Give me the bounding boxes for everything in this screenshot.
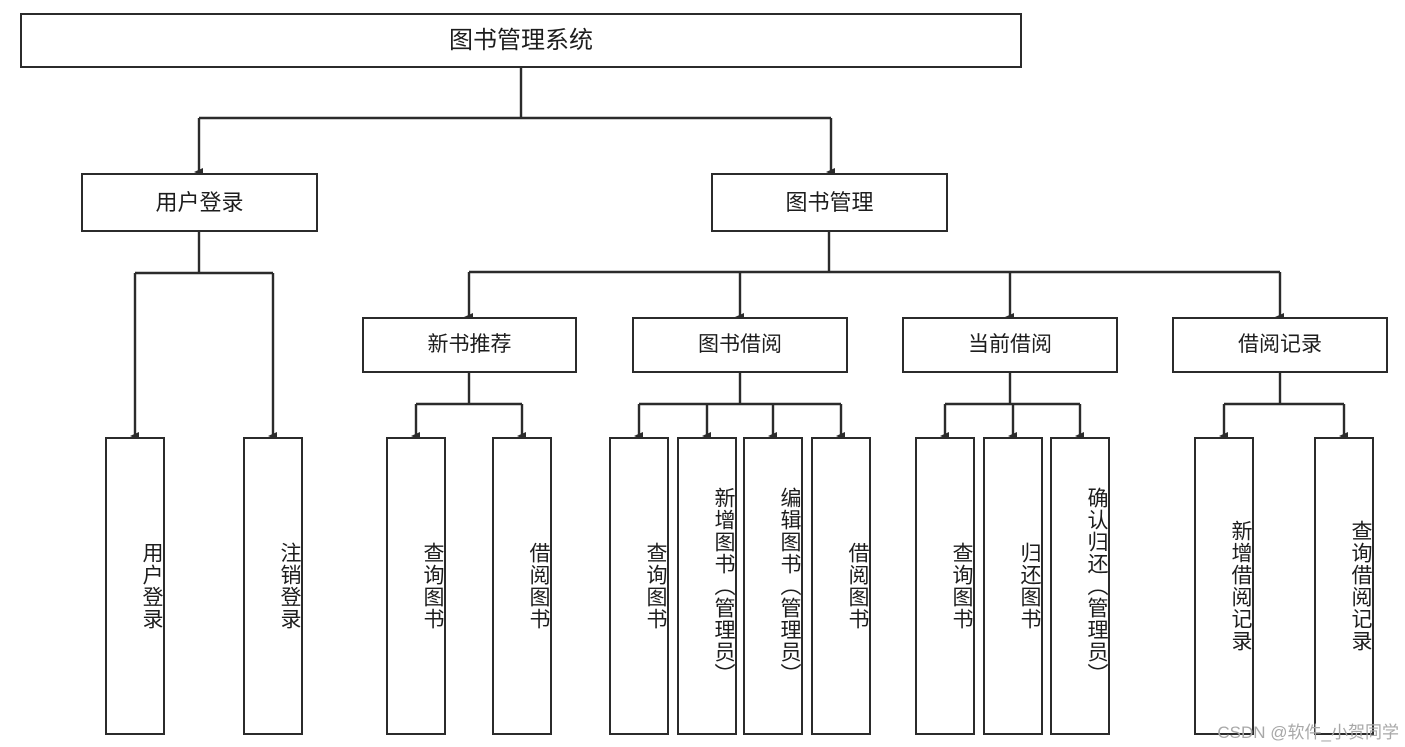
node-label: 编辑图书（管理员） xyxy=(778,487,801,685)
leaf-book-borrow-borrow[interactable]: 借阅图书 xyxy=(811,437,871,735)
leaf-current-borrow-return[interactable]: 归还图书 xyxy=(983,437,1043,735)
node-book-borrow[interactable]: 图书借阅 xyxy=(632,317,848,373)
node-book-management[interactable]: 图书管理 xyxy=(711,173,948,232)
node-user-login[interactable]: 用户登录 xyxy=(81,173,318,232)
node-label: 用户登录 xyxy=(155,189,244,215)
node-label: 归还图书 xyxy=(1018,542,1041,630)
node-new-book-recommend[interactable]: 新书推荐 xyxy=(362,317,577,373)
node-label: 新增借阅记录 xyxy=(1229,520,1252,652)
node-label: 查询图书 xyxy=(950,542,973,630)
node-root-book-management-system[interactable]: 图书管理系统 xyxy=(20,13,1022,68)
node-label: 用户登录 xyxy=(140,542,163,630)
node-current-borrow[interactable]: 当前借阅 xyxy=(902,317,1118,373)
node-label: 新书推荐 xyxy=(427,332,512,356)
leaf-user-login-logout[interactable]: 注销登录 xyxy=(243,437,303,735)
node-label: 借阅图书 xyxy=(846,542,869,630)
node-label: 图书管理系统 xyxy=(449,26,593,54)
leaf-new-book-borrow[interactable]: 借阅图书 xyxy=(492,437,552,735)
node-borrow-record[interactable]: 借阅记录 xyxy=(1172,317,1388,373)
leaf-book-borrow-edit[interactable]: 编辑图书（管理员） xyxy=(743,437,803,735)
leaf-borrow-record-query[interactable]: 查询借阅记录 xyxy=(1314,437,1374,735)
leaf-book-borrow-add[interactable]: 新增图书（管理员） xyxy=(677,437,737,735)
leaf-book-borrow-query[interactable]: 查询图书 xyxy=(609,437,669,735)
node-label: 当前借阅 xyxy=(968,332,1052,356)
node-label: 注销登录 xyxy=(278,542,301,630)
node-label: 图书借阅 xyxy=(698,332,782,356)
node-label: 查询图书 xyxy=(421,542,444,630)
node-label: 新增图书（管理员） xyxy=(712,487,735,685)
node-label: 借阅记录 xyxy=(1238,332,1322,356)
node-label: 查询图书 xyxy=(644,542,667,630)
leaf-current-borrow-query[interactable]: 查询图书 xyxy=(915,437,975,735)
node-label: 确认归还（管理员） xyxy=(1085,487,1108,685)
node-label: 借阅图书 xyxy=(527,542,550,630)
leaf-user-login-login[interactable]: 用户登录 xyxy=(105,437,165,735)
node-label: 查询借阅记录 xyxy=(1349,520,1372,652)
node-label: 图书管理 xyxy=(785,189,874,215)
leaf-new-book-query[interactable]: 查询图书 xyxy=(386,437,446,735)
leaf-current-borrow-confirm-return[interactable]: 确认归还（管理员） xyxy=(1050,437,1110,735)
leaf-borrow-record-add[interactable]: 新增借阅记录 xyxy=(1194,437,1254,735)
